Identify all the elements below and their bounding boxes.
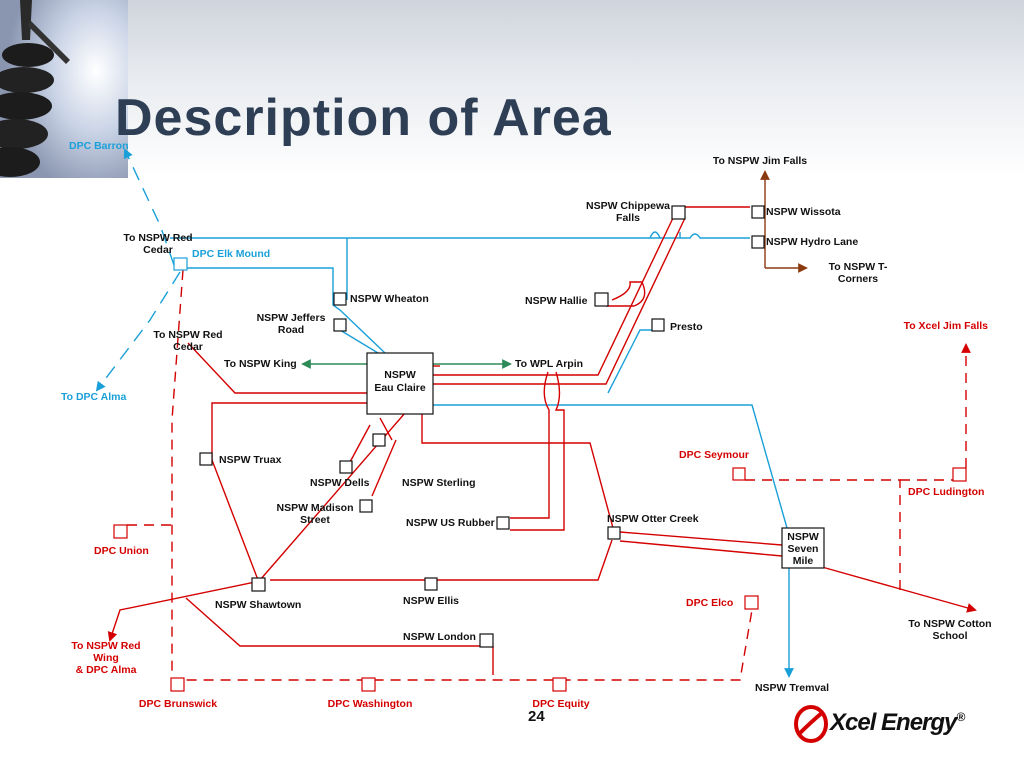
label-otter-creek: NSPW Otter Creek (607, 513, 699, 525)
label-madison-1: NSPW Madison (276, 502, 353, 514)
xcel-energy-logo: Xcel Energy® (793, 700, 973, 748)
label-t-corners-2: Corners (838, 273, 878, 285)
insulator-photo (0, 0, 128, 178)
label-wissota: NSPW Wissota (766, 206, 841, 218)
brand-mark: ® (956, 710, 965, 724)
label-cotton-1: To NSPW Cotton (908, 618, 991, 630)
label-sterling: NSPW Sterling (402, 477, 476, 489)
node-presto[interactable] (651, 318, 665, 332)
label-to-wpl-arpin: To WPL Arpin (515, 358, 583, 370)
diagram-labels: DPC Barron To NSPW Jim Falls NSPW Chippe… (61, 140, 992, 710)
brand-name: Xcel Energy® (830, 709, 965, 737)
node-shawtown[interactable] (251, 577, 266, 592)
label-hydro-lane: NSPW Hydro Lane (766, 236, 858, 248)
node-wissota[interactable] (751, 205, 765, 219)
label-eau-claire-2: Eau Claire (374, 382, 426, 394)
dpc-substations (113, 467, 967, 692)
label-to-jim-falls: To NSPW Jim Falls (713, 155, 807, 167)
label-seven-mile-2: Seven (788, 543, 819, 555)
label-seven-mile-3: Mile (793, 555, 814, 567)
label-dpc-seymour: DPC Seymour (679, 449, 749, 461)
label-to-dpc-alma: To DPC Alma (61, 391, 126, 403)
node-hallie[interactable] (594, 292, 609, 307)
label-presto: Presto (670, 321, 703, 333)
label-dpc-brunswick: DPC Brunswick (139, 698, 217, 710)
label-hallie: NSPW Hallie (525, 295, 588, 307)
label-jeffers-2: Road (278, 324, 304, 336)
node-eau-claire[interactable] (366, 352, 434, 415)
dpc-dashed-lines (127, 269, 971, 681)
label-red-cedar-mid-2: Cedar (173, 341, 203, 353)
node-dpc-ludington[interactable] (952, 467, 967, 482)
header-band (0, 0, 1024, 178)
substations (173, 205, 825, 648)
label-red-cedar-mid-1: To NSPW Red (153, 329, 222, 341)
node-otter-creek[interactable] (607, 526, 621, 540)
label-red-wing-2: Wing (93, 652, 119, 664)
dpc-lines (95, 148, 794, 678)
node-chippewa-falls[interactable] (671, 205, 686, 220)
label-dells: NSPW Dells (310, 477, 370, 489)
label-cotton-2: School (932, 630, 967, 642)
label-red-wing-3: & DPC Alma (76, 664, 137, 676)
node-ellis[interactable] (424, 577, 438, 591)
label-dpc-union: DPC Union (94, 545, 149, 557)
xcel-swoosh-icon (794, 705, 828, 743)
node-wheaton[interactable] (333, 292, 347, 306)
label-elk-mound: DPC Elk Mound (192, 248, 270, 260)
label-ellis: NSPW Ellis (403, 595, 459, 607)
label-wheaton: NSPW Wheaton (350, 293, 429, 305)
label-tremval: NSPW Tremval (755, 682, 829, 694)
slide-title: Description of Area (115, 89, 612, 147)
label-xcel-jim-falls: To Xcel Jim Falls (904, 320, 989, 332)
node-us-rubber[interactable] (496, 516, 510, 530)
label-seven-mile-1: NSPW (787, 531, 819, 543)
label-shawtown: NSPW Shawtown (215, 599, 301, 611)
wpl-lines (301, 170, 808, 369)
label-t-corners-1: To NSPW T- (829, 261, 888, 273)
node-dpc-union[interactable] (113, 524, 128, 539)
node-dpc-elco[interactable] (744, 595, 759, 610)
label-red-cedar-top-2: Cedar (143, 244, 173, 256)
node-dpc-washington[interactable] (361, 677, 376, 692)
node-jeffers-road[interactable] (333, 318, 347, 332)
node-truax[interactable] (199, 452, 213, 466)
brand-name-text: Xcel Energy (830, 709, 957, 736)
label-to-king: To NSPW King (224, 358, 297, 370)
label-dpc-washington: DPC Washington (328, 698, 413, 710)
page-number: 24 (528, 708, 545, 725)
node-dells[interactable] (339, 460, 353, 474)
label-red-cedar-top-1: To NSPW Red (123, 232, 192, 244)
label-london: NSPW London (403, 631, 476, 643)
label-dpc-elco: DPC Elco (686, 597, 733, 609)
label-chippewa-2: Falls (616, 212, 640, 224)
node-seven-mile[interactable] (781, 527, 825, 569)
label-madison-2: Street (300, 514, 330, 526)
node-dpc-seymour[interactable] (732, 467, 746, 481)
label-us-rubber: NSPW US Rubber (406, 517, 495, 529)
node-dpc-brunswick[interactable] (170, 677, 185, 692)
node-hydro-lane[interactable] (751, 235, 765, 249)
node-red-cedar-top[interactable] (173, 257, 188, 271)
label-dpc-ludington: DPC Ludington (908, 486, 984, 498)
label-truax: NSPW Truax (219, 454, 282, 466)
label-red-wing-1: To NSPW Red (71, 640, 140, 652)
label-eau-claire-1: NSPW (384, 369, 416, 381)
label-dpc-equity: DPC Equity (532, 698, 589, 710)
node-london[interactable] (479, 633, 494, 648)
label-dpc-barron: DPC Barron (69, 140, 129, 152)
node-madison-street[interactable] (359, 499, 373, 513)
label-jeffers-1: NSPW Jeffers (257, 312, 326, 324)
node-sterling[interactable] (372, 433, 386, 447)
node-dpc-equity[interactable] (552, 677, 567, 692)
label-chippewa-1: NSPW Chippewa (586, 200, 670, 212)
